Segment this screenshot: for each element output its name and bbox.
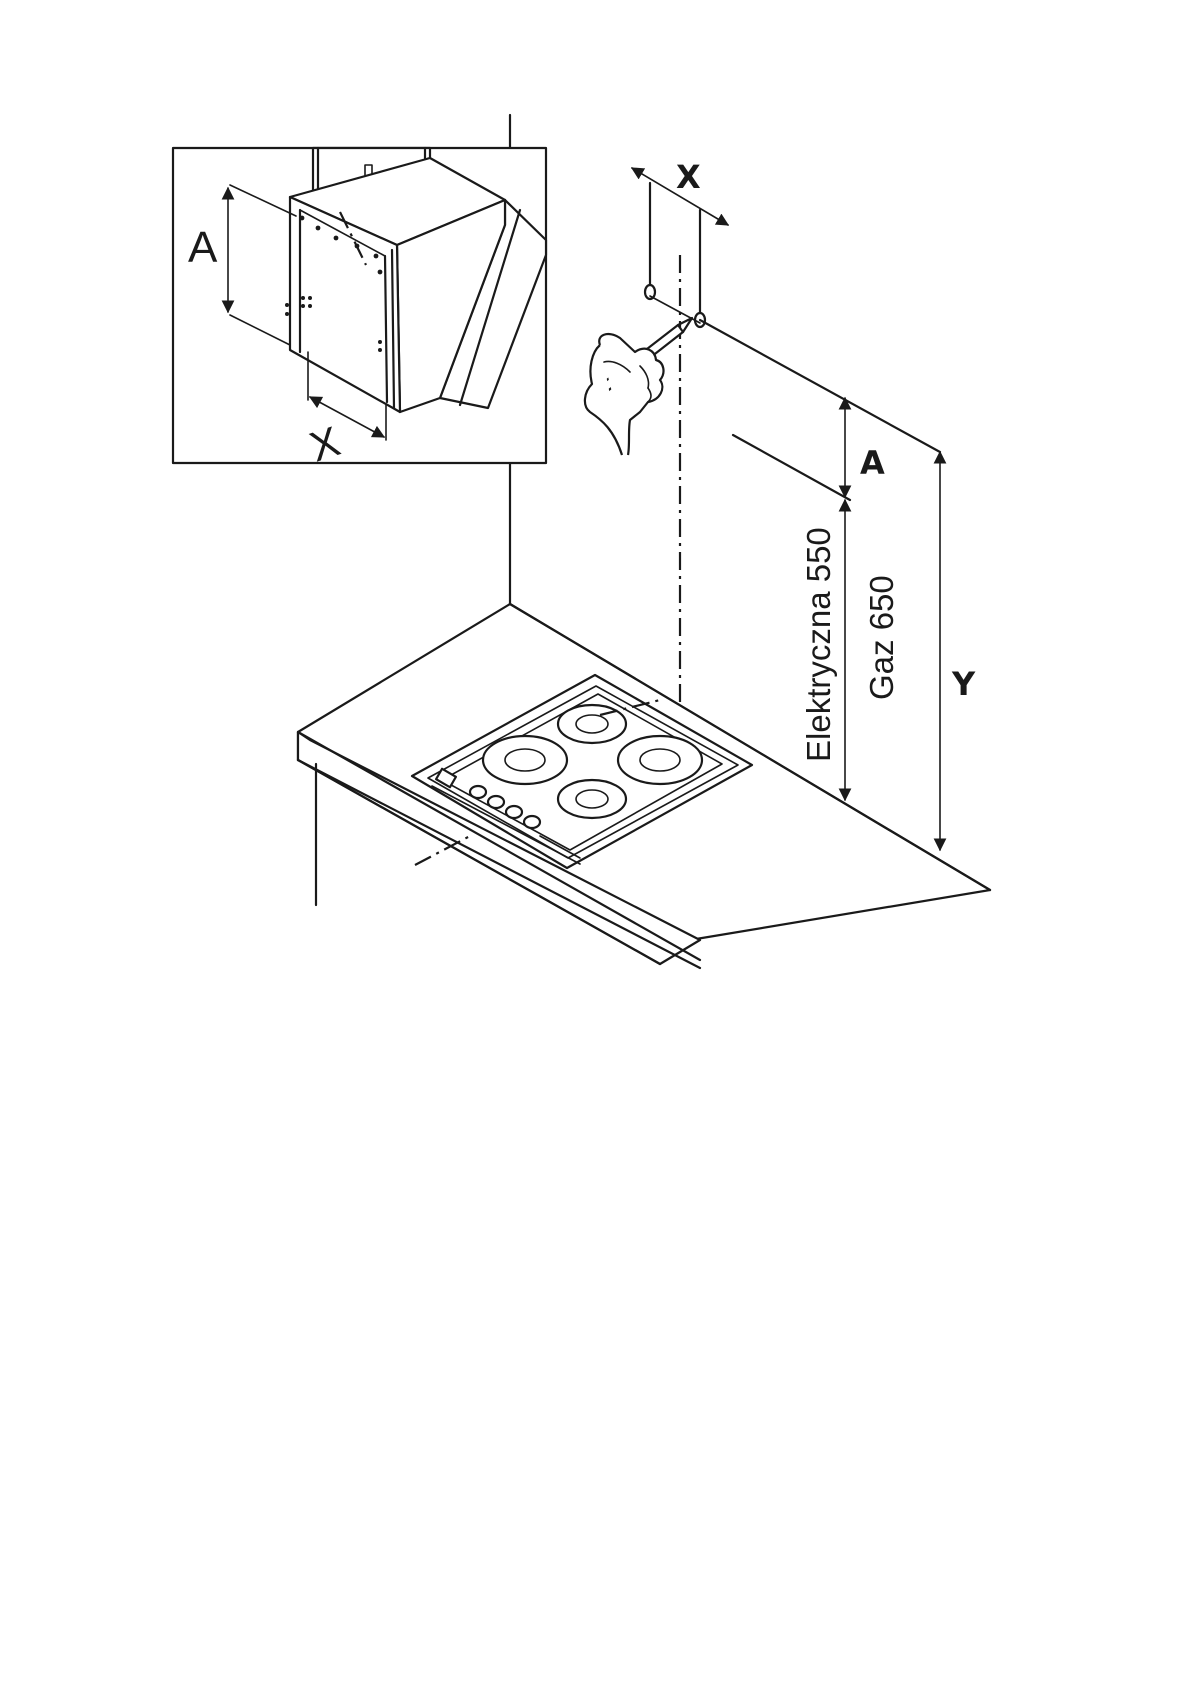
hand-with-pencil-icon — [585, 318, 692, 455]
main-label-y: Y — [951, 665, 976, 703]
inset-label-a: A — [188, 223, 218, 272]
hob-burner-left — [483, 736, 567, 784]
label-electric-distance: Elektryczna 550 — [800, 527, 837, 762]
inset-detail: A X — [173, 148, 546, 471]
hob-burner-right — [618, 736, 702, 784]
label-gas-distance: Gaz 650 — [863, 575, 900, 700]
hob-burner-front — [558, 780, 626, 818]
hood-bottom-line — [700, 320, 940, 452]
main-label-a: A — [860, 444, 885, 482]
main-label-x: X — [676, 158, 701, 196]
